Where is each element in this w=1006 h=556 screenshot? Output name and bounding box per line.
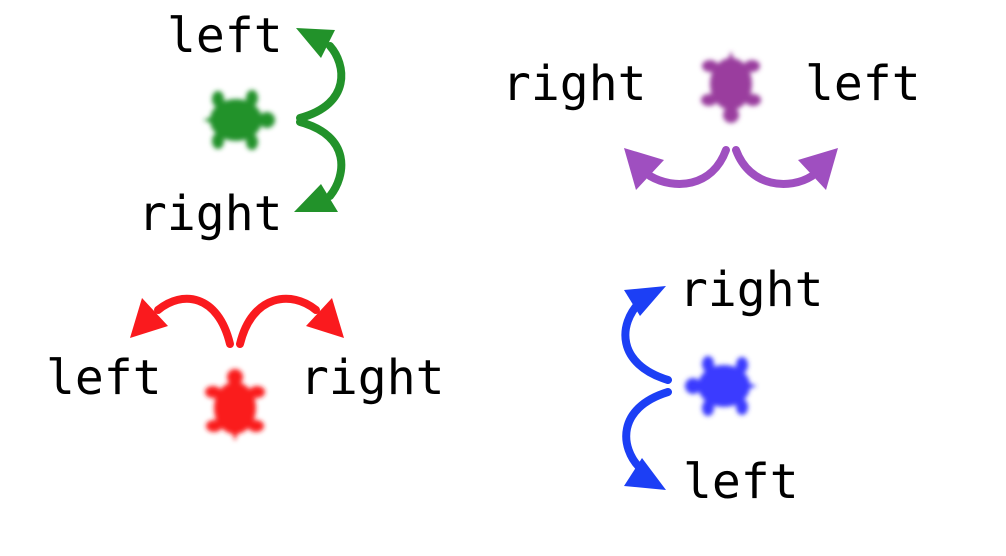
purple-label-left: left (805, 56, 921, 112)
blue-arrow-left (622, 388, 672, 472)
green-turtle-icon (203, 90, 275, 150)
green-label-left: left (167, 8, 283, 64)
red-label-left: left (46, 350, 162, 406)
blue-label-left: left (683, 454, 799, 510)
blue-turtle-icon (685, 356, 757, 416)
purple-turtle-icon (701, 51, 761, 123)
red-arrow-left (154, 294, 234, 348)
blue-arrows (621, 298, 672, 472)
red-group (130, 294, 344, 441)
red-turtle-icon (205, 369, 265, 441)
red-arrow-right (236, 294, 320, 348)
green-arrows (296, 42, 346, 200)
blue-arrowhead-left (624, 458, 666, 490)
purple-arrow-right (646, 146, 730, 188)
purple-label-right: right (502, 56, 647, 112)
blue-label-right: right (679, 262, 824, 318)
red-arrows (154, 294, 320, 348)
green-group (203, 28, 346, 212)
red-arrowhead-right (306, 298, 344, 338)
purple-group (624, 51, 838, 190)
red-label-right: right (300, 350, 445, 406)
green-label-right: right (138, 186, 283, 242)
blue-arrowhead-right (624, 286, 666, 316)
green-arrow-right (296, 118, 346, 200)
purple-arrows (646, 146, 816, 188)
red-arrowhead-left (130, 298, 168, 338)
purple-arrowhead-right (624, 148, 664, 190)
blue-arrow-right (621, 298, 672, 384)
purple-arrowhead-left (798, 148, 838, 190)
green-arrowhead-right (294, 184, 338, 212)
green-arrow-left (296, 42, 346, 122)
purple-arrow-left (732, 146, 816, 188)
green-arrowhead-left (296, 28, 335, 58)
blue-group (621, 286, 757, 490)
